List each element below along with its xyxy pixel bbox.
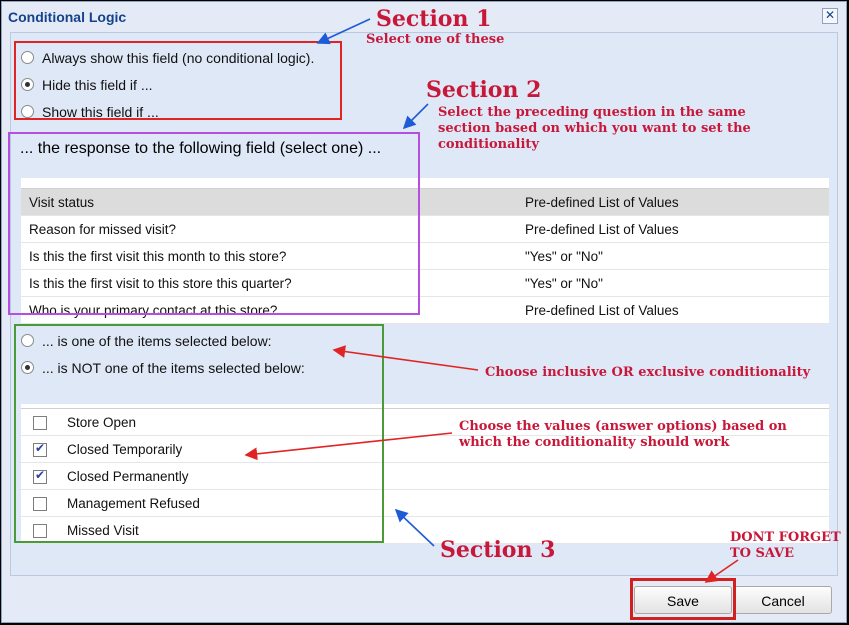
section2-highlight-box bbox=[8, 132, 420, 315]
checkbox-management-refused[interactable] bbox=[33, 496, 47, 511]
checkbox-cell bbox=[21, 489, 59, 517]
radio-is-one-of[interactable]: ... is one of the items selected below: bbox=[21, 333, 272, 349]
value-label: Store Open bbox=[59, 408, 829, 436]
checkbox-closed-temporarily[interactable] bbox=[33, 441, 47, 457]
list-item[interactable]: Store Open bbox=[21, 408, 829, 436]
section3-highlight-box bbox=[14, 324, 384, 543]
field-type: Pre-defined List of Values bbox=[517, 296, 829, 324]
table-row[interactable]: Is this the first visit to this store th… bbox=[21, 269, 829, 297]
section1-note: Select one of these bbox=[366, 32, 505, 47]
field-type: "Yes" or "No" bbox=[517, 269, 829, 297]
radio-label: ... is NOT one of the items selected bel… bbox=[42, 360, 305, 376]
list-item[interactable]: Management Refused bbox=[21, 489, 829, 517]
list-item[interactable]: Closed Permanently bbox=[21, 462, 829, 490]
field-type: Pre-defined List of Values bbox=[517, 188, 829, 216]
field-prompt: ... the response to the following field … bbox=[20, 140, 382, 157]
section2-note: Select the preceding question in the sam… bbox=[438, 105, 751, 152]
field-type: Pre-defined List of Values bbox=[517, 215, 829, 243]
checkbox-cell bbox=[21, 462, 59, 490]
field-name: Is this the first visit to this store th… bbox=[21, 269, 517, 297]
radio-always-show[interactable]: Always show this field (no conditional l… bbox=[21, 50, 314, 66]
section1-highlight-box bbox=[14, 41, 342, 120]
checkbox-cell bbox=[21, 516, 59, 544]
radio-button[interactable] bbox=[21, 51, 34, 64]
arrow-section1 bbox=[316, 18, 371, 45]
radio-button[interactable] bbox=[21, 78, 34, 91]
save-button[interactable]: Save bbox=[634, 586, 732, 614]
table-header-cell bbox=[517, 178, 829, 189]
arrow-section3 bbox=[394, 508, 435, 547]
table-header-cell bbox=[21, 404, 59, 409]
radio-label: Hide this field if ... bbox=[42, 77, 153, 93]
arrow-save bbox=[704, 559, 739, 583]
radio-is-not-one-of[interactable]: ... is NOT one of the items selected bel… bbox=[21, 360, 305, 376]
list-item[interactable]: Closed Temporarily bbox=[21, 435, 829, 463]
checkbox-store-open[interactable] bbox=[33, 415, 47, 430]
radio-label: ... is one of the items selected below: bbox=[42, 333, 272, 349]
checkbox-missed-visit[interactable] bbox=[33, 523, 47, 538]
value-select-table: Store Open Closed Temporarily Closed Per… bbox=[21, 404, 829, 544]
table-row[interactable]: Is this the first visit this month to th… bbox=[21, 242, 829, 270]
match-note: Choose inclusive OR exclusive conditiona… bbox=[485, 365, 811, 380]
value-label: Closed Temporarily bbox=[59, 435, 829, 463]
table-row[interactable]: Reason for missed visit?Pre-defined List… bbox=[21, 215, 829, 243]
radio-button[interactable] bbox=[21, 334, 34, 347]
list-item[interactable]: Missed Visit bbox=[21, 516, 829, 544]
checkbox-cell bbox=[21, 435, 59, 463]
section1-title: Section 1 bbox=[376, 6, 492, 32]
checkbox-cell bbox=[21, 408, 59, 436]
table-header-cell bbox=[21, 178, 517, 189]
radio-hide-if[interactable]: Hide this field if ... bbox=[21, 77, 153, 93]
table-header-cell bbox=[59, 404, 829, 409]
save-note: DONT FORGET TO SAVE bbox=[730, 530, 841, 561]
radio-button[interactable] bbox=[21, 105, 34, 118]
radio-label: Show this field if ... bbox=[42, 104, 159, 120]
cancel-button[interactable]: Cancel bbox=[734, 586, 832, 614]
section2-title: Section 2 bbox=[426, 77, 542, 103]
radio-show-if[interactable]: Show this field if ... bbox=[21, 104, 159, 120]
field-name: Visit status bbox=[21, 188, 517, 216]
close-icon[interactable]: ✕ bbox=[822, 8, 838, 24]
dialog-titlebar: Conditional Logic ✕ bbox=[2, 2, 846, 32]
table-header-row bbox=[21, 404, 829, 409]
section3-title: Section 3 bbox=[440, 537, 556, 563]
save-highlight-box bbox=[630, 578, 736, 620]
values-note: Choose the values (answer options) based… bbox=[459, 419, 787, 450]
arrow-match bbox=[332, 345, 479, 371]
arrow-values bbox=[244, 432, 453, 461]
dialog-title: Conditional Logic bbox=[8, 9, 127, 25]
radio-label: Always show this field (no conditional l… bbox=[42, 50, 315, 66]
radio-button[interactable] bbox=[21, 361, 34, 374]
value-label: Missed Visit bbox=[59, 516, 829, 544]
field-type: "Yes" or "No" bbox=[517, 242, 829, 270]
field-name: Is this the first visit this month to th… bbox=[21, 242, 517, 270]
checkbox-closed-permanently[interactable] bbox=[33, 468, 47, 484]
table-header-row bbox=[21, 178, 829, 189]
arrow-section2 bbox=[402, 103, 429, 130]
value-label: Management Refused bbox=[59, 489, 829, 517]
value-label: Closed Permanently bbox=[59, 462, 829, 490]
field-name: Reason for missed visit? bbox=[21, 215, 517, 243]
